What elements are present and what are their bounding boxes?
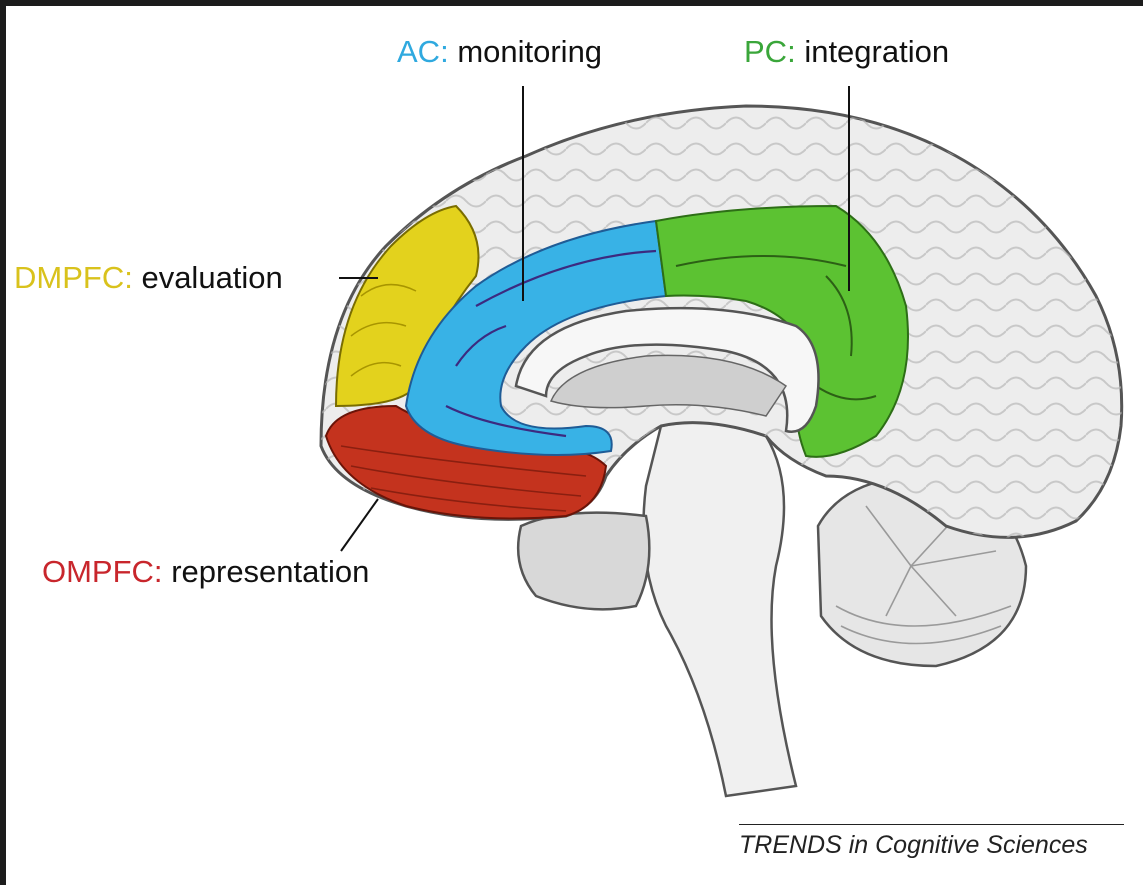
label-ompfc-abbr: OMPFC: xyxy=(42,554,163,589)
label-ac-function: monitoring xyxy=(457,34,602,69)
label-ompfc-function: representation xyxy=(171,554,369,589)
label-ompfc: OMPFC: representation xyxy=(42,554,369,590)
label-ac-abbr: AC: xyxy=(397,34,449,69)
label-dmpfc: DMPFC: evaluation xyxy=(14,260,283,296)
temporal-lobe xyxy=(518,513,649,610)
label-pc: PC: integration xyxy=(744,34,949,70)
brainstem xyxy=(644,423,797,796)
label-ac: AC: monitoring xyxy=(397,34,602,70)
label-pc-function: integration xyxy=(804,34,949,69)
label-dmpfc-function: evaluation xyxy=(141,260,282,295)
figure-frame: AC: monitoring PC: integration DMPFC: ev… xyxy=(6,6,1143,885)
brain-illustration xyxy=(6,6,1143,885)
label-dmpfc-abbr: DMPFC: xyxy=(14,260,133,295)
label-pc-abbr: PC: xyxy=(744,34,796,69)
source-credit: TRENDS in Cognitive Sciences xyxy=(739,824,1124,860)
